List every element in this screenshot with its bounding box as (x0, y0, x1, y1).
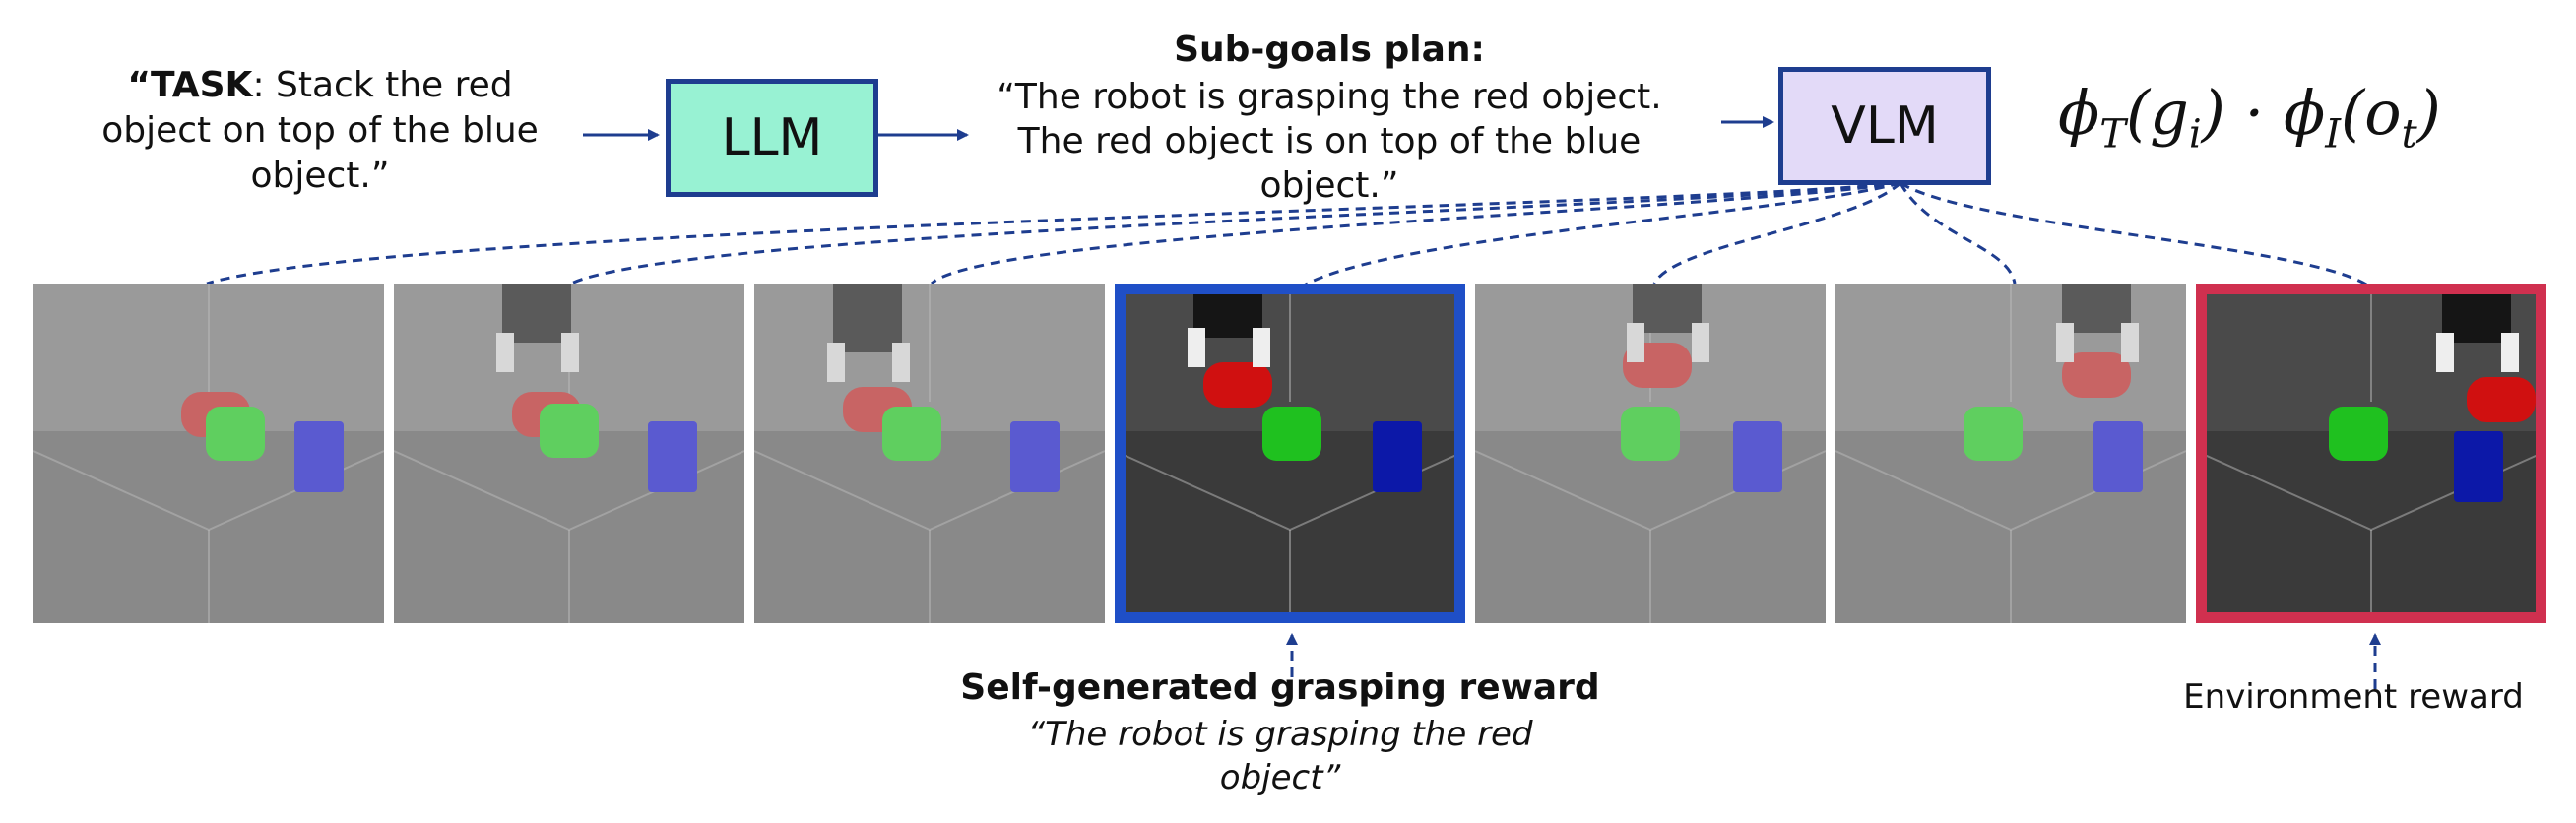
green-object (540, 404, 599, 458)
blue-object (2454, 431, 2503, 502)
frame-5 (1475, 284, 1826, 623)
task-body: : Stack the red object on top of the blu… (101, 65, 539, 196)
blue-object (648, 421, 697, 492)
red-object (1203, 362, 1272, 408)
task-label: “TASK (127, 65, 253, 105)
frame-4 (1115, 284, 1465, 623)
formula-close-1: ) (2201, 77, 2225, 149)
blue-object (1733, 421, 1782, 492)
frame-1 (33, 284, 384, 623)
robot-gripper (496, 284, 579, 372)
task-description: “TASK: Stack the red object on top of th… (89, 63, 551, 199)
green-object (1262, 407, 1321, 461)
formula-sub-t: T (2099, 111, 2126, 158)
red-object (2062, 352, 2131, 398)
green-object (206, 407, 265, 461)
environment-reward-label: Environment reward (2183, 677, 2524, 717)
vlm-label: VLM (1831, 96, 1939, 156)
grasp-reward-quote: “The robot is grasping the red object” (1027, 715, 1533, 797)
formula-phi-i: ϕ (2283, 77, 2326, 149)
red-object (2467, 377, 2536, 422)
similarity-formula: ϕT(gi) · ϕI(ot) (2058, 77, 2441, 157)
green-object (1964, 407, 2023, 461)
grasp-reward-title: Self-generated grasping reward (960, 667, 1600, 708)
frame-6 (1835, 284, 2186, 623)
vlm-to-frames-dashed-lines (206, 181, 2379, 295)
formula-phi-t: ϕ (2058, 77, 2100, 149)
green-object (2329, 407, 2388, 461)
frame-7 (2196, 284, 2546, 623)
frame-3 (754, 284, 1105, 623)
formula-close-2: ) (2416, 77, 2441, 149)
robot-gripper (2056, 284, 2139, 362)
llm-box: LLM (666, 79, 878, 197)
formula-sub-t2: t (2401, 111, 2417, 158)
formula-arg-g: (g (2125, 77, 2189, 149)
vlm-box: VLM (1778, 67, 1991, 185)
formula-arg-o: (o (2341, 77, 2402, 149)
formula-sub-i: i (2188, 111, 2202, 158)
blue-object (2093, 421, 2143, 492)
robot-gripper (827, 284, 910, 382)
formula-sub-I: I (2325, 111, 2342, 158)
formula-dot: · (2224, 77, 2284, 149)
llm-label: LLM (721, 108, 823, 167)
blue-object (1010, 421, 1060, 492)
blue-object (1373, 421, 1422, 492)
frame-2 (394, 284, 744, 623)
plan-title: Sub-goals plan: (1174, 30, 1485, 70)
blue-object (294, 421, 344, 492)
green-object (882, 407, 941, 461)
plan-text: “The robot is grasping the red object. T… (997, 77, 1662, 206)
green-object (1621, 407, 1680, 461)
robot-gripper (1627, 284, 1709, 362)
